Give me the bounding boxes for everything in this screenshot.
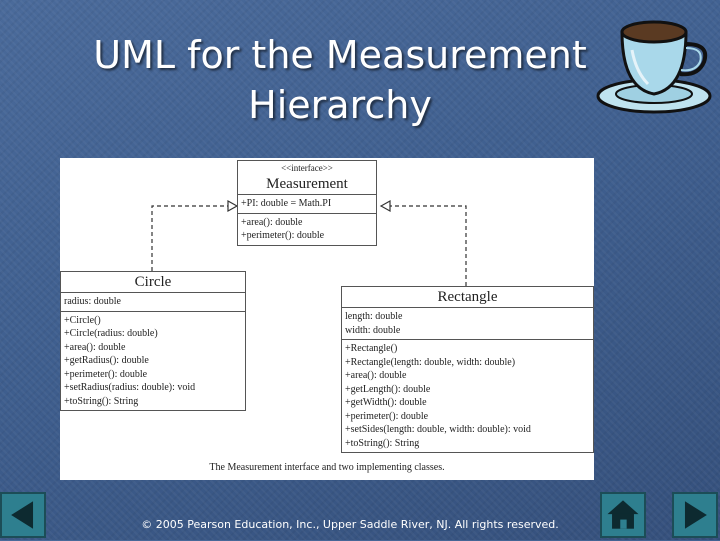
method-row: +getWidth(): double [345, 397, 427, 408]
rectangle-class-box: Rectangle length: double width: double +… [341, 286, 594, 453]
rectangle-name: Rectangle [437, 289, 498, 305]
measurement-methods: +area(): double +perimeter(): double [238, 214, 376, 245]
circle-name: Circle [134, 274, 172, 290]
method-row: +Rectangle(length: double, width: double… [345, 356, 516, 368]
next-slide-button[interactable] [672, 492, 718, 538]
rectangle-attributes: length: double width: double [342, 308, 593, 340]
method-row: +getRadius(): double [64, 355, 149, 366]
attribute-row: radius: double [64, 296, 121, 307]
circle-header: Circle [61, 272, 245, 293]
circle-realization-arrow [151, 205, 232, 271]
circle-class-box: Circle radius: double +Circle() +Circle(… [60, 271, 246, 411]
method-row: +perimeter(): double [241, 230, 325, 241]
measurement-stereotype: <<interface>> [281, 163, 333, 173]
method-row: +Rectangle() [345, 343, 398, 354]
rectangle-methods: +Rectangle() +Rectangle(length: double, … [342, 340, 593, 452]
title-line-1: UML for the Measurement [93, 33, 587, 77]
method-row: +setSides(length: double, width: double)… [345, 424, 531, 435]
title-line-2: Hierarchy [248, 83, 432, 127]
method-row: +area(): double [64, 341, 126, 353]
circle-arrowhead [227, 199, 239, 213]
copyright-text: © 2005 Pearson Education, Inc., Upper Sa… [141, 518, 559, 531]
rectangle-header: Rectangle [342, 287, 593, 308]
method-row: +getLength(): double [345, 383, 431, 395]
coffee-cup-icon [596, 20, 712, 114]
slide-title: UML for the Measurement Hierarchy [60, 30, 620, 130]
attribute-row: length: double [345, 311, 403, 322]
uml-figure: <<interface>> Measurement +PI: double = … [60, 158, 594, 480]
method-row: +Circle() [64, 314, 101, 326]
circle-methods: +Circle() +Circle(radius: double) +area(… [61, 312, 245, 411]
measurement-attributes: +PI: double = Math.PI [238, 195, 376, 214]
home-button[interactable] [600, 492, 646, 538]
method-row: +area(): double [241, 216, 303, 228]
home-icon [607, 500, 639, 529]
previous-slide-button[interactable] [0, 492, 46, 538]
method-row: +perimeter(): double [345, 410, 429, 422]
triangle-left-icon [11, 501, 34, 529]
method-row: +Circle(radius: double) [64, 328, 158, 339]
method-row: +setRadius(radius: double): void [64, 382, 196, 393]
realization-arrows [151, 199, 467, 286]
method-row: +toString(): String [345, 437, 420, 449]
measurement-name: Measurement [266, 176, 348, 192]
triangle-right-icon [684, 501, 707, 529]
figure-caption: The Measurement interface and two implem… [209, 462, 445, 473]
measurement-header: <<interface>> Measurement [238, 161, 376, 195]
measurement-interface-box: <<interface>> Measurement +PI: double = … [237, 160, 377, 246]
attribute-row: width: double [345, 324, 401, 336]
method-row: +area(): double [345, 370, 407, 381]
circle-attributes: radius: double [61, 293, 245, 312]
method-row: +perimeter(): double [64, 368, 148, 380]
method-row: +toString(): String [64, 395, 139, 407]
rectangle-realization-arrow [386, 205, 467, 286]
attribute-row: +PI: double = Math.PI [241, 198, 332, 209]
rectangle-arrowhead [379, 199, 391, 213]
